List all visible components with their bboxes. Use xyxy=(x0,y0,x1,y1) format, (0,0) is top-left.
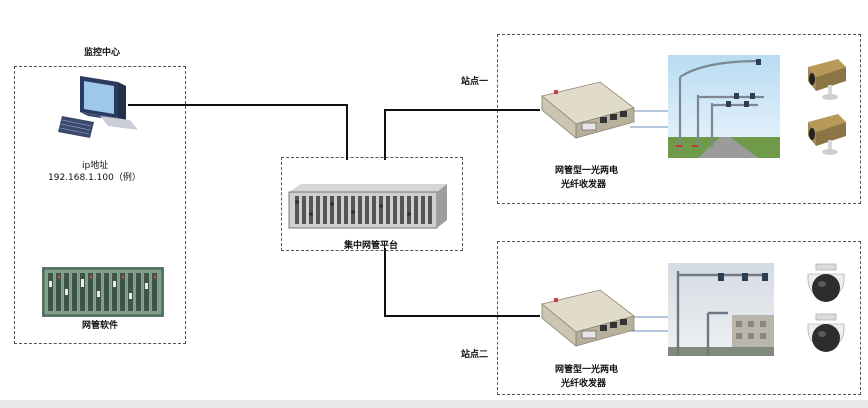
pc-ip-label: ip地址 xyxy=(82,161,109,171)
traffic-pole-photo-bottom xyxy=(668,263,774,356)
site-bottom-device-line1: 网管型一光两电 xyxy=(555,365,619,375)
fiber-transceiver-bottom xyxy=(541,289,635,347)
site-top-frame xyxy=(497,34,861,204)
site-top-device-line2: 光纤收发器 xyxy=(561,180,607,190)
dome-camera-icon-bottom-2 xyxy=(807,313,845,352)
bullet-camera-icon-top-2 xyxy=(808,114,846,155)
site-bottom-label: 站点二 xyxy=(461,350,489,360)
monitor-center-title: 监控中心 xyxy=(84,48,121,58)
management-platform-chassis xyxy=(288,184,447,229)
site-top-label: 站点一 xyxy=(461,77,489,87)
dome-camera-icon-bottom-1 xyxy=(807,263,845,302)
site-bottom-device-line2: 光纤收发器 xyxy=(561,379,607,389)
monitor-center-frame xyxy=(14,66,186,344)
bottom-strip xyxy=(0,400,868,408)
platform-frame xyxy=(281,157,463,251)
wire-platform-to-site-top xyxy=(384,109,540,160)
wire-pc-to-platform xyxy=(128,104,348,160)
bullet-camera-icon-top-1 xyxy=(808,59,846,100)
fiber-transceiver-top xyxy=(541,81,635,139)
management-software-label: 网管软件 xyxy=(82,321,119,331)
wire-platform-to-site-bottom xyxy=(384,248,540,317)
site-bottom-frame xyxy=(497,241,861,395)
platform-label: 集中网管平台 xyxy=(344,241,399,251)
computer-icon xyxy=(58,76,138,138)
pc-ip-address: 192.168.1.100（例） xyxy=(48,173,141,183)
management-software-panel xyxy=(42,267,164,317)
traffic-pole-photo-top xyxy=(668,55,780,158)
site-top-device-line1: 网管型一光两电 xyxy=(555,166,619,176)
